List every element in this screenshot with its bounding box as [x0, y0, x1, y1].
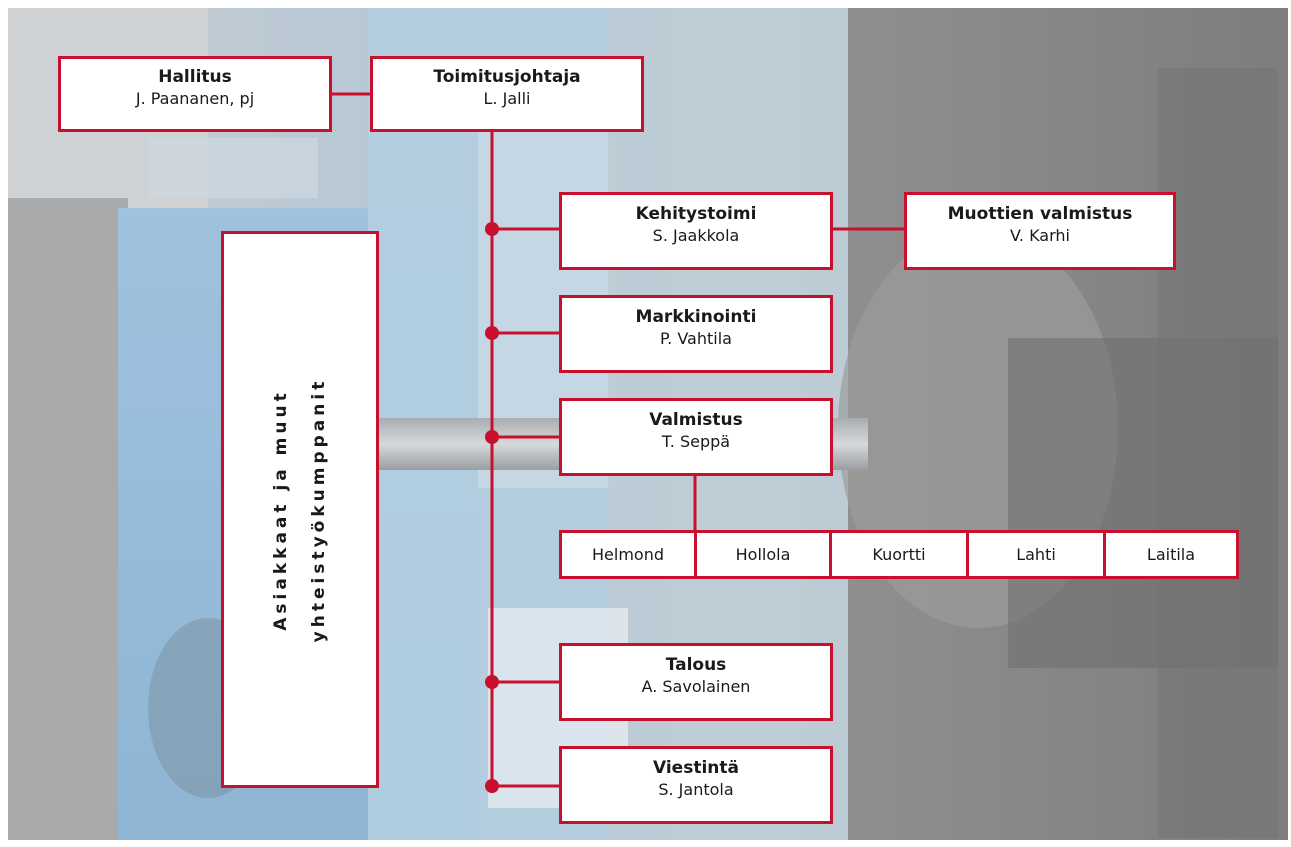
ceo-name: L. Jalli	[483, 89, 531, 108]
partners-text: Asiakkaat ja muut yhteistyökumppanit	[262, 377, 338, 642]
unit-title: Kehitystoimi	[635, 204, 757, 224]
unit-title: Markkinointi	[635, 307, 757, 327]
ceo-title: Toimitusjohtaja	[433, 67, 581, 87]
unit-box-communications: Viestintä S. Jantola	[559, 746, 833, 824]
unit-title: Talous	[665, 655, 727, 675]
ceo-box: Toimitusjohtaja L. Jalli	[370, 56, 644, 132]
connector-dot	[485, 779, 499, 793]
board-box: Hallitus J. Paananen, pj	[58, 56, 332, 132]
board-name: J. Paananen, pj	[135, 89, 255, 108]
unit-name: A. Savolainen	[641, 677, 751, 696]
unit-box-finance: Talous A. Savolainen	[559, 643, 833, 721]
site-cell: Laitila	[1103, 530, 1239, 579]
connector-dot	[485, 326, 499, 340]
unit-name: T. Seppä	[661, 432, 731, 451]
unit-title: Muottien valmistus	[947, 204, 1133, 224]
connector-dot	[485, 675, 499, 689]
site-cell: Kuortti	[829, 530, 969, 579]
connector-dot	[485, 222, 499, 236]
site-cell: Hollola	[694, 530, 832, 579]
unit-box-mold-making: Muottien valmistus V. Karhi	[904, 192, 1176, 270]
board-title: Hallitus	[158, 67, 232, 87]
unit-name: S. Jantola	[658, 780, 734, 799]
site-cell: Lahti	[966, 530, 1106, 579]
unit-title: Viestintä	[653, 758, 739, 778]
unit-box-development: Kehitystoimi S. Jaakkola	[559, 192, 833, 270]
partners-line-2: yhteistyökumppanit	[309, 377, 329, 642]
unit-name: V. Karhi	[1010, 226, 1070, 245]
partners-line-1: Asiakkaat ja muut	[271, 388, 291, 631]
unit-box-manufacturing: Valmistus T. Seppä	[559, 398, 833, 476]
unit-box-marketing: Markkinointi P. Vahtila	[559, 295, 833, 373]
site-cell: Helmond	[559, 530, 697, 579]
partners-box: Asiakkaat ja muut yhteistyökumppanit	[221, 231, 379, 788]
connector-dot	[485, 430, 499, 444]
unit-name: S. Jaakkola	[652, 226, 740, 245]
unit-title: Valmistus	[649, 410, 743, 430]
unit-name: P. Vahtila	[660, 329, 732, 348]
